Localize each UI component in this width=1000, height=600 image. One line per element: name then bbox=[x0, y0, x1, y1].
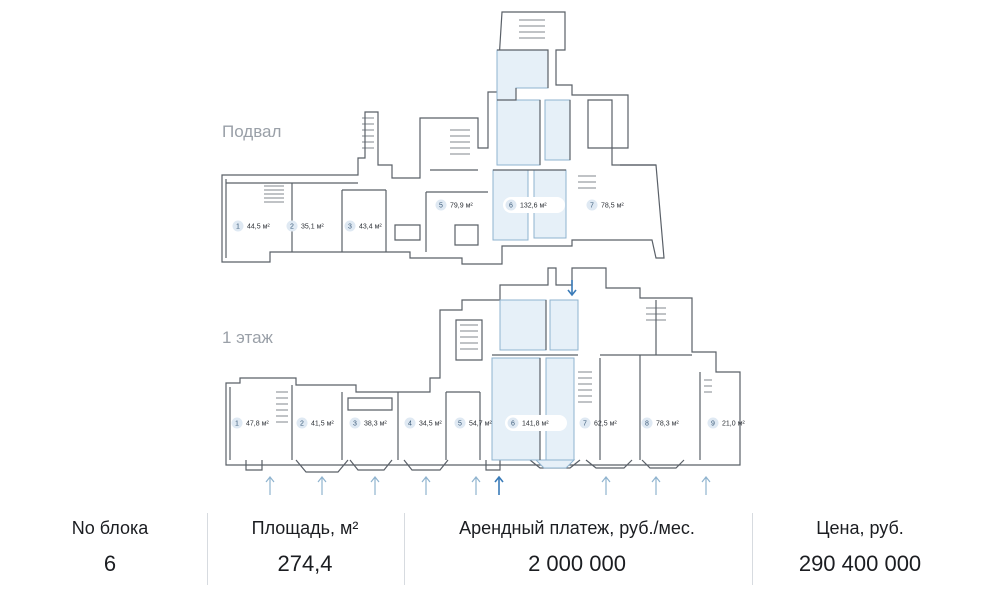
unit-number: 2 bbox=[300, 421, 304, 428]
unit-number: 4 bbox=[408, 421, 412, 428]
unit-area: 132,6 м² bbox=[520, 203, 547, 210]
unit-number: 6 bbox=[511, 421, 515, 428]
area-label: Площадь, м² bbox=[251, 518, 359, 538]
price-label: Цена, руб. bbox=[816, 518, 904, 538]
unit-area: 78,3 м² bbox=[656, 421, 679, 428]
unit-badge-basement-2[interactable]: 2 35,1 м² bbox=[286, 220, 325, 232]
unit-badge-ground-7[interactable]: 7 62,5 м² bbox=[579, 417, 618, 429]
unit-badge-basement-6[interactable]: 6 132,6 м² bbox=[503, 197, 565, 213]
block-number-value: 6 bbox=[103, 551, 117, 576]
unit-number: 5 bbox=[439, 203, 443, 210]
unit-number: 8 bbox=[645, 421, 649, 428]
unit-number-circle bbox=[454, 417, 466, 429]
unit-area: 47,8 м² bbox=[246, 421, 269, 428]
unit-area: 41,5 м² bbox=[311, 421, 334, 428]
unit-badge-background bbox=[505, 415, 567, 431]
unit-area: 54,7 м² bbox=[469, 421, 492, 428]
basement-floor-label: Подвал bbox=[222, 122, 282, 141]
unit-badge-basement-3[interactable]: 3 43,4 м² bbox=[344, 220, 383, 232]
unit-number-circle bbox=[435, 199, 447, 211]
ground-floor-label: 1 этаж bbox=[222, 328, 273, 347]
unit-badge-ground-8[interactable]: 8 78,3 м² bbox=[641, 417, 680, 429]
price-stat: Цена, руб. 290 400 000 bbox=[760, 505, 960, 600]
unit-number-circle bbox=[586, 199, 598, 211]
unit-badge-ground-4[interactable]: 4 34,5 м² bbox=[404, 417, 443, 429]
unit-badge-ground-2[interactable]: 2 41,5 м² bbox=[296, 417, 335, 429]
unit-number-circle bbox=[404, 417, 416, 429]
rent-stat: Арендный платеж, руб./мес. 2 000 000 bbox=[412, 505, 742, 600]
floor-plan: Подвал 1 этаж bbox=[221, 11, 746, 495]
unit-badge-background bbox=[503, 197, 565, 213]
rent-label: Арендный платеж, руб./мес. bbox=[459, 518, 695, 538]
unit-badge-ground-3[interactable]: 3 38,3 м² bbox=[349, 417, 388, 429]
summary-bar: No блока 6 Площадь, м² 274,4 Арендный пл… bbox=[0, 505, 1000, 600]
unit-number: 7 bbox=[583, 421, 587, 428]
unit-area: 35,1 м² bbox=[301, 224, 324, 231]
unit-number-circle bbox=[579, 417, 591, 429]
block-number-label: No блока bbox=[71, 518, 149, 538]
unit-number: 1 bbox=[236, 224, 240, 231]
unit-area: 38,3 м² bbox=[364, 421, 387, 428]
unit-number-circle bbox=[286, 220, 298, 232]
unit-area: 21,0 м² bbox=[722, 421, 745, 428]
rent-value: 2 000 000 bbox=[528, 551, 626, 576]
unit-badges: 1 44,5 м² 2 35,1 м² 3 43,4 м² 5 79,9 м² 6 132,6 м… bbox=[231, 197, 746, 431]
floor-plan-drawing: 1 44,5 м² 2 35,1 м² 3 43,4 м² 5 79,9 м² 6 132,6 м… bbox=[221, 11, 746, 495]
unit-number: 2 bbox=[290, 224, 294, 231]
unit-number-circle bbox=[641, 417, 653, 429]
unit-number-circle bbox=[296, 417, 308, 429]
unit-number-circle bbox=[507, 417, 519, 429]
area-value: 274,4 bbox=[277, 551, 333, 576]
divider bbox=[207, 513, 208, 585]
unit-number-circle bbox=[344, 220, 356, 232]
unit-area: 79,9 м² bbox=[450, 203, 473, 210]
divider bbox=[404, 513, 405, 585]
unit-badge-basement-1[interactable]: 1 44,5 м² bbox=[232, 220, 271, 232]
unit-badge-basement-7[interactable]: 7 78,5 м² bbox=[586, 199, 625, 211]
unit-badge-ground-1[interactable]: 1 47,8 м² bbox=[231, 417, 270, 429]
unit-number-circle bbox=[707, 417, 719, 429]
price-value: 290 400 000 bbox=[798, 551, 922, 576]
unit-area: 44,5 м² bbox=[247, 224, 270, 231]
unit-badge-ground-9[interactable]: 9 21,0 м² bbox=[707, 417, 746, 429]
unit-number: 3 bbox=[348, 224, 352, 231]
unit-number: 3 bbox=[353, 421, 357, 428]
unit-number-circle bbox=[349, 417, 361, 429]
unit-number: 1 bbox=[235, 421, 239, 428]
unit-area: 34,5 м² bbox=[419, 421, 442, 428]
unit-number: 9 bbox=[711, 421, 715, 428]
unit-badge-ground-6[interactable]: 6 141,8 м² bbox=[505, 415, 567, 431]
block-number-stat: No блока 6 bbox=[40, 505, 180, 600]
unit-number: 7 bbox=[590, 203, 594, 210]
unit-area: 78,5 м² bbox=[601, 203, 624, 210]
unit-area: 62,5 м² bbox=[594, 421, 617, 428]
area-stat: Площадь, м² 274,4 bbox=[215, 505, 395, 600]
unit-number-circle bbox=[505, 199, 517, 211]
unit-badge-basement-5[interactable]: 5 79,9 м² bbox=[435, 199, 474, 211]
unit-area: 141,8 м² bbox=[522, 421, 549, 428]
unit-number-circle bbox=[231, 417, 243, 429]
unit-badge-ground-5[interactable]: 5 54,7 м² bbox=[454, 417, 493, 429]
divider bbox=[752, 513, 753, 585]
unit-number: 5 bbox=[458, 421, 462, 428]
unit-number: 6 bbox=[509, 203, 513, 210]
unit-area: 43,4 м² bbox=[359, 224, 382, 231]
unit-number-circle bbox=[232, 220, 244, 232]
